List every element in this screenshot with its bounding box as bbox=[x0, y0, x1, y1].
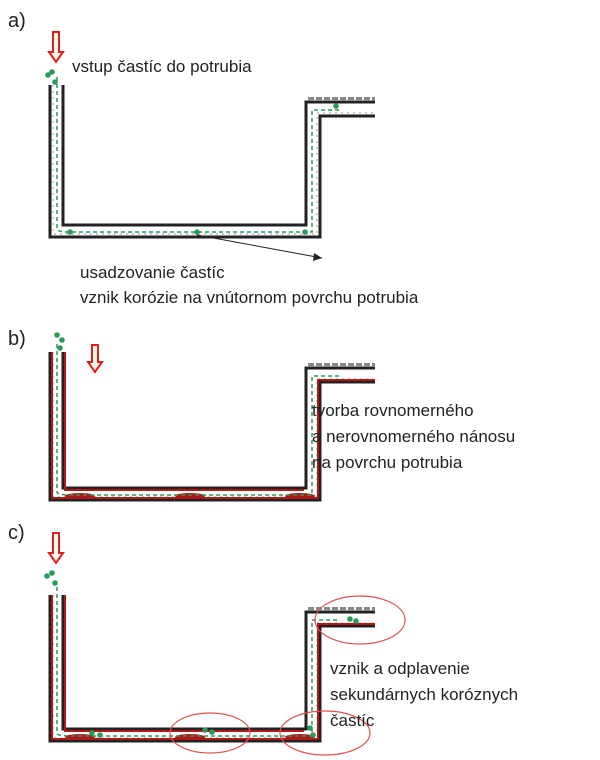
pointer-line bbox=[196, 234, 323, 259]
panel-c-label: c) bbox=[8, 522, 25, 544]
particle-dot bbox=[302, 229, 308, 235]
particle-dot bbox=[54, 332, 60, 338]
flow-direction-arrow-icon bbox=[47, 532, 65, 565]
particle-dot bbox=[310, 732, 316, 738]
particle-dot bbox=[49, 570, 55, 576]
pipe bbox=[48, 77, 375, 239]
pointer-arrowhead-icon bbox=[313, 253, 322, 261]
particle-dot bbox=[347, 616, 353, 622]
particle-dot bbox=[97, 732, 103, 738]
pipe-wall-hatch bbox=[52, 85, 375, 235]
pipe-inner-wall bbox=[61, 85, 375, 227]
particle-flow-path bbox=[56, 77, 340, 233]
flow-direction-arrow-icon bbox=[86, 344, 104, 374]
particle-dot bbox=[89, 730, 95, 736]
particle-dot bbox=[49, 69, 55, 75]
panel-b-label: b) bbox=[8, 328, 26, 350]
particle-dot bbox=[52, 79, 58, 85]
deposit-layer bbox=[51, 595, 375, 740]
pipe bbox=[48, 344, 375, 502]
flow-direction-arrow-icon bbox=[47, 31, 65, 64]
panel-a-label: a) bbox=[8, 10, 26, 32]
secondary-label-line2: sekundárnych koróznych bbox=[330, 685, 519, 704]
particle-dot bbox=[44, 573, 50, 579]
deposit-layer bbox=[64, 595, 304, 732]
secondary-label-line1: vznik a odplavenie bbox=[330, 659, 470, 678]
deposit-lump bbox=[285, 734, 315, 740]
corrosion-label: vznik korózie na vnútornom povrchu potru… bbox=[80, 288, 419, 307]
particle-dot bbox=[52, 580, 58, 586]
particle-entry-label: vstup častíc do potrubia bbox=[72, 57, 252, 76]
highlight-ellipse bbox=[169, 712, 251, 754]
particle-dot bbox=[194, 229, 200, 235]
particle-dot bbox=[209, 729, 215, 735]
particle-dot bbox=[333, 103, 339, 109]
secondary-label-line3: častíc bbox=[330, 711, 375, 730]
deposit-lump bbox=[65, 493, 95, 499]
particle-flow-path bbox=[56, 344, 340, 496]
deposit-layer bbox=[64, 352, 304, 491]
deposit-layer bbox=[51, 352, 375, 499]
deposit-lump bbox=[285, 493, 315, 499]
pipe-outer-wall bbox=[48, 352, 375, 502]
pipe-outer-wall bbox=[48, 85, 375, 239]
deposition-label: usadzovanie častíc bbox=[80, 263, 225, 282]
deposit-lump bbox=[175, 493, 205, 499]
pipe-outer-wall bbox=[48, 595, 375, 743]
pipe-inner-wall bbox=[61, 595, 375, 731]
deposit-label-line3: na povrchu potrubia bbox=[312, 453, 463, 472]
particle-dot bbox=[307, 725, 313, 731]
deposit-lump bbox=[175, 734, 205, 740]
highlight-ellipse bbox=[279, 710, 371, 756]
deposit-label-line1: tvorba rovnomerného bbox=[312, 401, 474, 420]
particle-dot bbox=[45, 72, 51, 78]
highlight-ellipse bbox=[314, 595, 406, 645]
particle-dot bbox=[67, 229, 73, 235]
particle-dot bbox=[202, 727, 208, 733]
particle-dot bbox=[353, 618, 359, 624]
deposit-label-line2: a nerovnomerného nánosu bbox=[312, 427, 516, 446]
pipe-inner-wall bbox=[61, 352, 375, 490]
pipe-wall-hatch bbox=[52, 595, 375, 739]
particle-dot bbox=[57, 345, 63, 351]
pipe bbox=[48, 587, 375, 743]
particle-dot bbox=[59, 337, 65, 343]
